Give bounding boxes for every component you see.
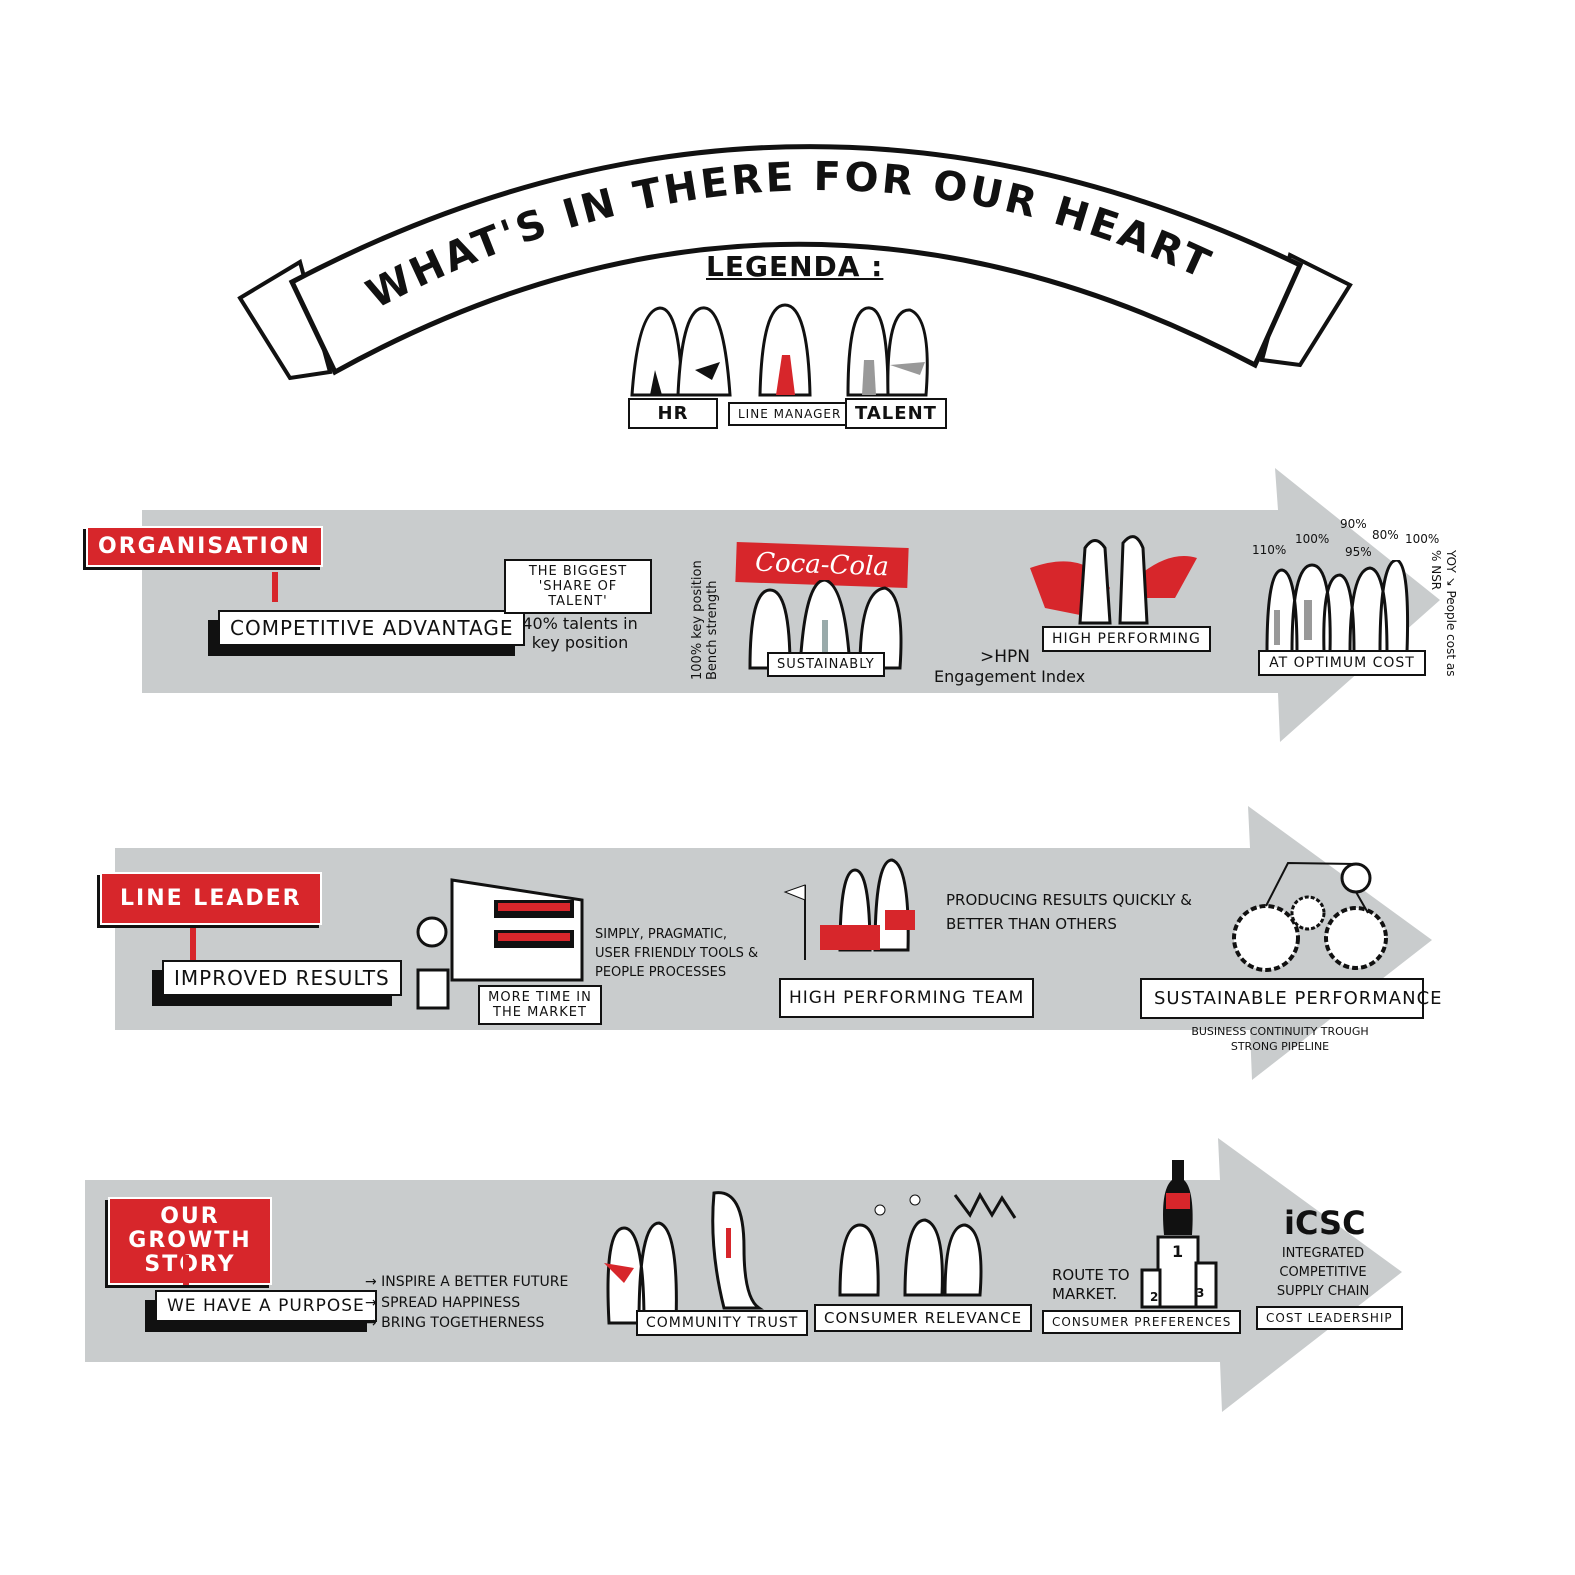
percentage-110: 110% xyxy=(1252,543,1287,557)
business-continuity-note: BUSINESS CONTINUITY TROUGH STRONG PIPELI… xyxy=(1191,1025,1369,1053)
down-arrow-icon xyxy=(272,572,278,602)
celebration-figures-icon xyxy=(838,1191,1017,1297)
podium-first: 1 xyxy=(1172,1242,1184,1261)
legend-heading: LEGENDA : xyxy=(706,250,884,283)
line-leader-arrow xyxy=(115,806,1432,1080)
legend-figures xyxy=(630,303,929,397)
purpose-goal: WE HAVE A PURPOSE xyxy=(155,1290,377,1322)
high-performing-team-label: HIGH PERFORMING TEAM xyxy=(779,978,1035,1018)
hpn-note: >HPN xyxy=(980,647,1030,667)
yoy-people-cost-note: YOY ↘ People cost as % NSR xyxy=(1429,550,1458,677)
tools-note: SIMPLY, PRAGMATIC, USER FRIENDLY TOOLS &… xyxy=(595,927,759,980)
percentage-95: 95% xyxy=(1345,545,1372,559)
consumer-preferences-label: CONSUMER PREFERENCES xyxy=(1042,1310,1242,1334)
down-arrow-icon xyxy=(190,928,196,960)
line-leader-tag: LINE LEADER xyxy=(100,872,322,925)
talent-figures-icon xyxy=(846,306,929,397)
icsc-note: INTEGRATED COMPETITIVE SUPPLY CHAIN xyxy=(1276,1246,1370,1299)
sustainable-performance-label: SUSTAINABLE PERFORMANCE xyxy=(1140,978,1442,1019)
icsc-heading: iCSC xyxy=(1284,1204,1366,1242)
store-shelf-icon xyxy=(416,878,584,1010)
purpose-item-2: → SPREAD HAPPINESS xyxy=(365,1295,521,1311)
celebrating-team-icon xyxy=(783,858,915,960)
percentage-100a: 100% xyxy=(1295,532,1330,546)
legend-line-manager: LINE MANAGER xyxy=(728,402,852,426)
competitive-advantage-goal: COMPETITIVE ADVANTAGE xyxy=(218,610,526,646)
talent-note: 40% talents in key position xyxy=(522,614,638,652)
sustainably-label: SUSTAINABLY xyxy=(767,652,885,677)
legend-hr: HR xyxy=(628,398,718,429)
podium-second: 2 xyxy=(1150,1290,1159,1304)
percentage-100b: 100% xyxy=(1405,532,1440,546)
organisation-tag: ORGANISATION xyxy=(86,526,323,567)
community-figures-icon xyxy=(604,1191,764,1325)
cost-group-figures-icon xyxy=(1265,560,1410,652)
percentage-90: 90% xyxy=(1340,517,1367,531)
consumer-relevance-label: CONSUMER RELEVANCE xyxy=(814,1304,1033,1332)
bench-strength-note: 100% key position Bench strength xyxy=(690,560,720,680)
superhero-figures-icon xyxy=(1030,535,1197,625)
cost-leadership-label: COST LEADERSHIP xyxy=(1256,1306,1403,1330)
community-trust-label: COMMUNITY TRUST xyxy=(636,1310,809,1336)
optimum-cost-label: AT OPTIMUM COST xyxy=(1258,650,1426,676)
organisation-arrow xyxy=(142,468,1440,742)
line-manager-figure-icon xyxy=(758,303,812,397)
team-figures-icon xyxy=(748,580,903,670)
high-performing-label: HIGH PERFORMING xyxy=(1042,626,1211,652)
more-time-in-market-label: MORE TIME IN THE MARKET xyxy=(478,985,602,1025)
route-to-market-note: ROUTE TO MARKET. xyxy=(1052,1266,1130,1303)
improved-results-goal: IMPROVED RESULTS xyxy=(162,960,402,996)
gears-icon xyxy=(1232,861,1388,972)
podium-third: 3 xyxy=(1196,1286,1205,1300)
down-arrow-icon xyxy=(183,1255,189,1285)
purpose-item-3: → BRING TOGETHERNESS xyxy=(365,1315,545,1331)
title-banner: WHAT'S IN THERE FOR OUR HEARTS & MINDS ? xyxy=(0,0,1353,381)
legend-talent: TALENT xyxy=(845,398,947,429)
growth-story-tag: OUR GROWTH STORY xyxy=(108,1197,272,1285)
results-note: PRODUCING RESULTS QUICKLY & BETTER THAN … xyxy=(946,891,1192,933)
hr-figures-icon xyxy=(630,306,732,397)
podium-bottle-icon xyxy=(1140,1160,1218,1309)
biggest-share-of-talent-box: THE BIGGEST 'SHARE OF TALENT' xyxy=(504,559,652,614)
purpose-item-1: → INSPIRE A BETTER FUTURE xyxy=(365,1274,569,1290)
percentage-80: 80% xyxy=(1372,528,1399,542)
engagement-index-note: Engagement Index xyxy=(934,667,1086,686)
